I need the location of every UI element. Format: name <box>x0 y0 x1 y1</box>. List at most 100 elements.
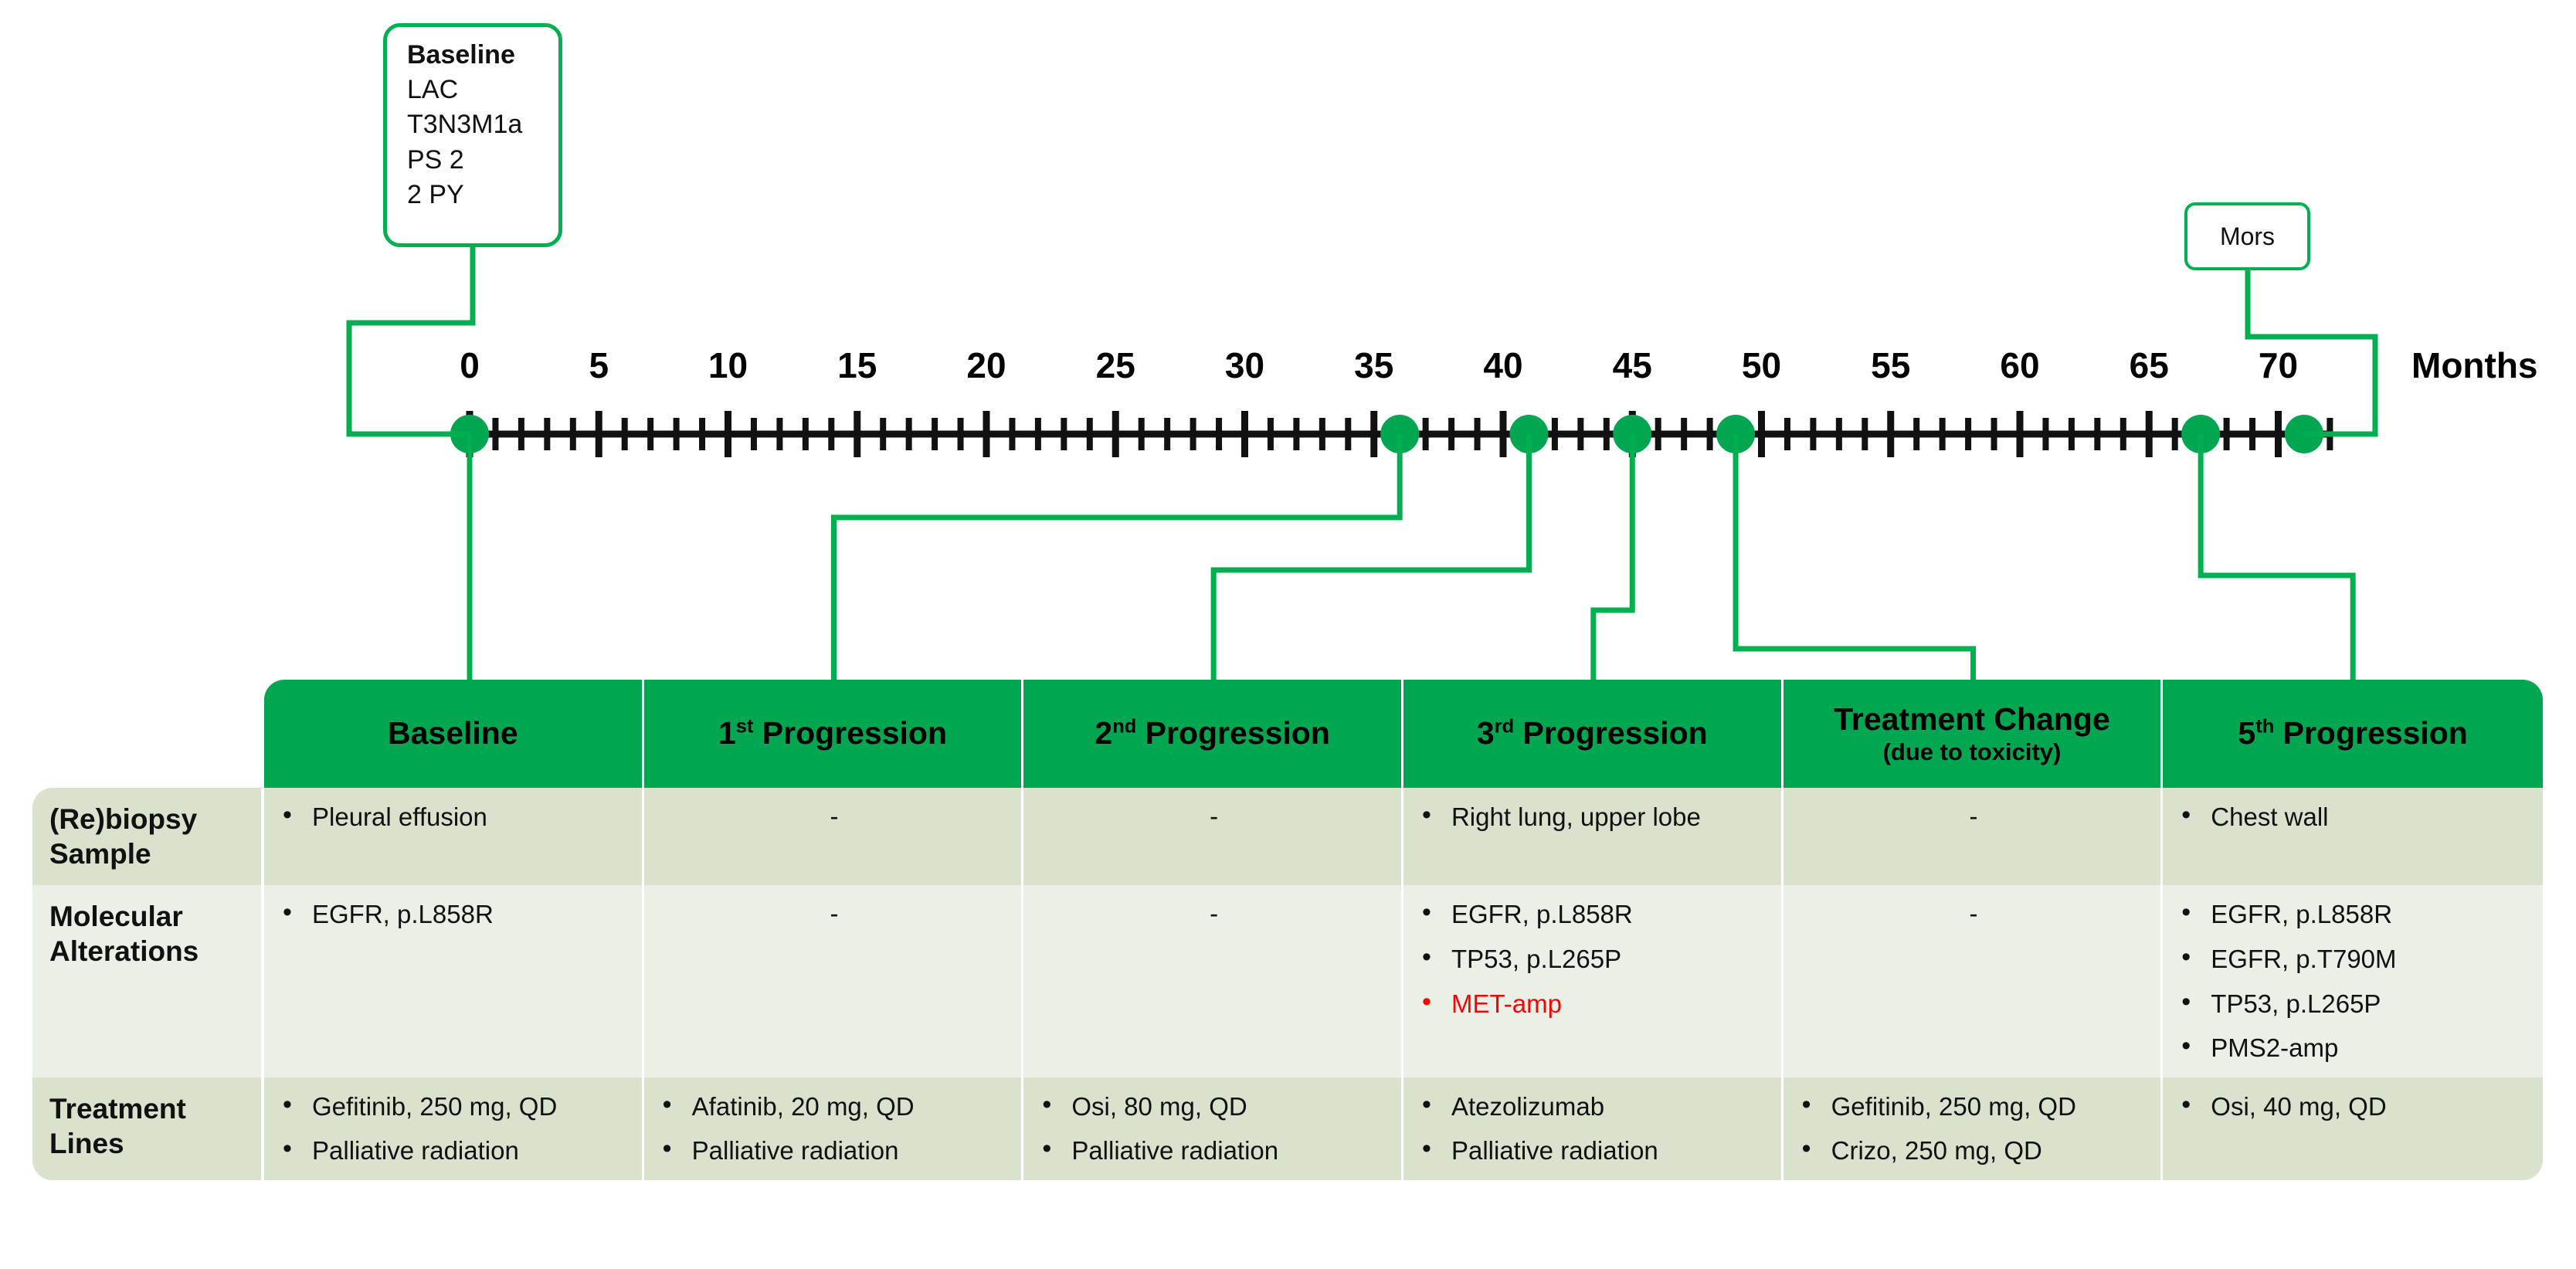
cell-item: Chest wall <box>2177 802 2532 831</box>
axis-tick-label: 35 <box>1354 345 1394 385</box>
table-cell: Gefitinib, 250 mg, QD Crizo, 250 mg, QD <box>1783 1077 2164 1180</box>
axis-tick-label: 60 <box>2000 345 2040 385</box>
axis-tick-label: 20 <box>966 345 1006 385</box>
cell-item-list: Osi, 40 mg, QD <box>2177 1091 2532 1121</box>
axis-tick-label: 55 <box>1871 345 1911 385</box>
cell-item-list: Right lung, upper lobe <box>1417 802 1770 831</box>
cell-item: EGFR, p.L858R <box>278 899 631 928</box>
cell-item: Palliative radiation <box>658 1135 1011 1165</box>
cell-item: Gefitinib, 250 mg, QD <box>1797 1091 2150 1121</box>
callout-baseline-line-3: PS 2 <box>407 144 464 175</box>
column-header: 2nd Progression <box>1023 680 1403 788</box>
table-header-row: Baseline 1st Progression 2nd Progression 3r… <box>32 680 2543 788</box>
connector-callout-baseline <box>346 247 476 437</box>
clinical-course-table: Baseline 1st Progression 2nd Progression 3r… <box>32 680 2543 1180</box>
cell-item-list: EGFR, p.L858RTP53, p.L265PMET-amp <box>1417 899 1770 1018</box>
axis-tick-label: 25 <box>1095 345 1135 385</box>
connector-column-5 <box>2198 434 2356 680</box>
connector-column-4 <box>1733 434 1976 680</box>
cell-item-list: Osi, 80 mg, QD Palliative radiation <box>1037 1091 1390 1165</box>
cell-item-list: EGFR, p.L858REGFR, p.T790MTP53, p.L265PP… <box>2177 899 2532 1062</box>
table-cell: EGFR, p.L858R <box>264 885 644 1077</box>
connector-column-1 <box>831 434 1403 680</box>
cell-item: TP53, p.L265P <box>2177 989 2532 1018</box>
table-cell: Pleural effusion <box>264 788 644 886</box>
cell-item: Gefitinib, 250 mg, QD <box>278 1091 631 1121</box>
cell-item-list: Chest wall <box>2177 802 2532 831</box>
callout-baseline-line-0: Baseline <box>407 40 515 70</box>
column-header: 1st Progression <box>643 680 1024 788</box>
column-header-label: 1st Progression <box>718 715 947 752</box>
timeline-event-dot[interactable] <box>1509 415 1549 453</box>
axis-units-label: Months <box>2411 345 2538 385</box>
cell-item: Atezolizumab <box>1417 1091 1770 1121</box>
axis-tick-label: 0 <box>460 345 480 385</box>
cell-item: Crizo, 250 mg, QD <box>1797 1135 2150 1165</box>
cell-item-list: Afatinib, 20 mg, QD Palliative radiation <box>658 1091 1011 1165</box>
ordinal-suffix: th <box>2255 715 2275 738</box>
cell-item: Palliative radiation <box>278 1135 631 1165</box>
axis-tick-label: 65 <box>2129 345 2169 385</box>
column-header: 3rd Progression <box>1403 680 1784 788</box>
cell-item: Osi, 80 mg, QD <box>1037 1091 1390 1121</box>
axis-tick-label: 5 <box>589 345 609 385</box>
timeline-event-dot[interactable] <box>2284 415 2323 453</box>
table-cell: - <box>1023 788 1403 886</box>
axis-tick-label: 45 <box>1612 345 1652 385</box>
cell-item: TP53, p.L265P <box>1417 944 1770 973</box>
cell-item: Afatinib, 20 mg, QD <box>658 1091 1011 1121</box>
column-header-label: Treatment Change <box>1834 701 2110 737</box>
column-header-label: 2nd Progression <box>1095 715 1330 752</box>
column-header: Treatment Change(due to toxicity) <box>1783 680 2164 788</box>
table-cell: EGFR, p.L858RTP53, p.L265PMET-amp <box>1403 885 1784 1077</box>
table-cell: AtezolizumabPalliative radiation <box>1403 1077 1784 1180</box>
cell-item-list: Pleural effusion <box>278 802 631 831</box>
callout-mors-label: Mors <box>2219 222 2276 250</box>
table-cell: Chest wall <box>2163 788 2543 886</box>
timeline-event-dot[interactable] <box>1380 415 1420 453</box>
timeline-event-dot[interactable] <box>1613 415 1652 453</box>
column-header: 5th Progression <box>2163 680 2543 788</box>
axis-tick-label: 10 <box>708 345 748 385</box>
callout-mors: Mors <box>2184 202 2310 270</box>
table-cell: - <box>643 885 1024 1077</box>
cell-item-list: Gefitinib, 250 mg, QD Palliative radiatio… <box>278 1091 631 1165</box>
cell-item: Osi, 40 mg, QD <box>2177 1091 2532 1121</box>
empty-marker: - <box>830 802 839 830</box>
timeline-event-dot[interactable] <box>1716 415 1756 453</box>
axis-tick-label: 15 <box>837 345 877 385</box>
row-label: Molecular Alterations <box>32 885 264 1077</box>
callout-baseline-line-2: T3N3M1a <box>407 110 523 140</box>
callout-baseline: Baseline LAC T3N3M1a PS 2 2 PY <box>383 23 562 247</box>
ordinal-suffix: rd <box>1494 715 1515 738</box>
column-header-label: Baseline <box>388 715 518 752</box>
axis-tick-label: 30 <box>1224 345 1265 385</box>
cell-item-list: EGFR, p.L858R <box>278 899 631 928</box>
timeline-event-dot[interactable] <box>450 415 489 453</box>
cell-item: Pleural effusion <box>278 802 631 831</box>
table-cell: Osi, 80 mg, QD Palliative radiation <box>1023 1077 1403 1180</box>
empty-marker: - <box>1969 899 1978 928</box>
axis-tick-label: 70 <box>2258 345 2299 385</box>
cell-item: EGFR, p.L858R <box>2177 899 2532 928</box>
cell-item: EGFR, p.T790M <box>2177 944 2532 973</box>
cell-item: Palliative radiation <box>1037 1135 1390 1165</box>
cell-item: Right lung, upper lobe <box>1417 802 1770 831</box>
table-cell: Osi, 40 mg, QD <box>2163 1077 2543 1180</box>
grid: Baseline 1st Progression 2nd Progression 3r… <box>32 680 2543 1180</box>
cell-item: MET-amp <box>1417 989 1770 1018</box>
empty-marker: - <box>830 899 839 928</box>
cell-item-list: AtezolizumabPalliative radiation <box>1417 1091 1770 1165</box>
table-cell: Gefitinib, 250 mg, QD Palliative radiatio… <box>264 1077 644 1180</box>
timeline-event-dot[interactable] <box>2181 415 2221 453</box>
table-row: Molecular Alterations EGFR, p.L858R - - EGFR… <box>32 885 2543 1077</box>
table-cell: - <box>1023 885 1403 1077</box>
row-label: Treatment Lines <box>32 1077 264 1180</box>
column-header: Baseline <box>264 680 644 788</box>
table-corner-cell <box>32 680 264 788</box>
table-row: (Re)biopsy SamplePleural effusion--Right… <box>32 788 2543 886</box>
callout-baseline-line-4: 2 PY <box>407 179 464 209</box>
empty-marker: - <box>1969 802 1978 830</box>
axis-tick-label: 50 <box>1741 345 1782 385</box>
